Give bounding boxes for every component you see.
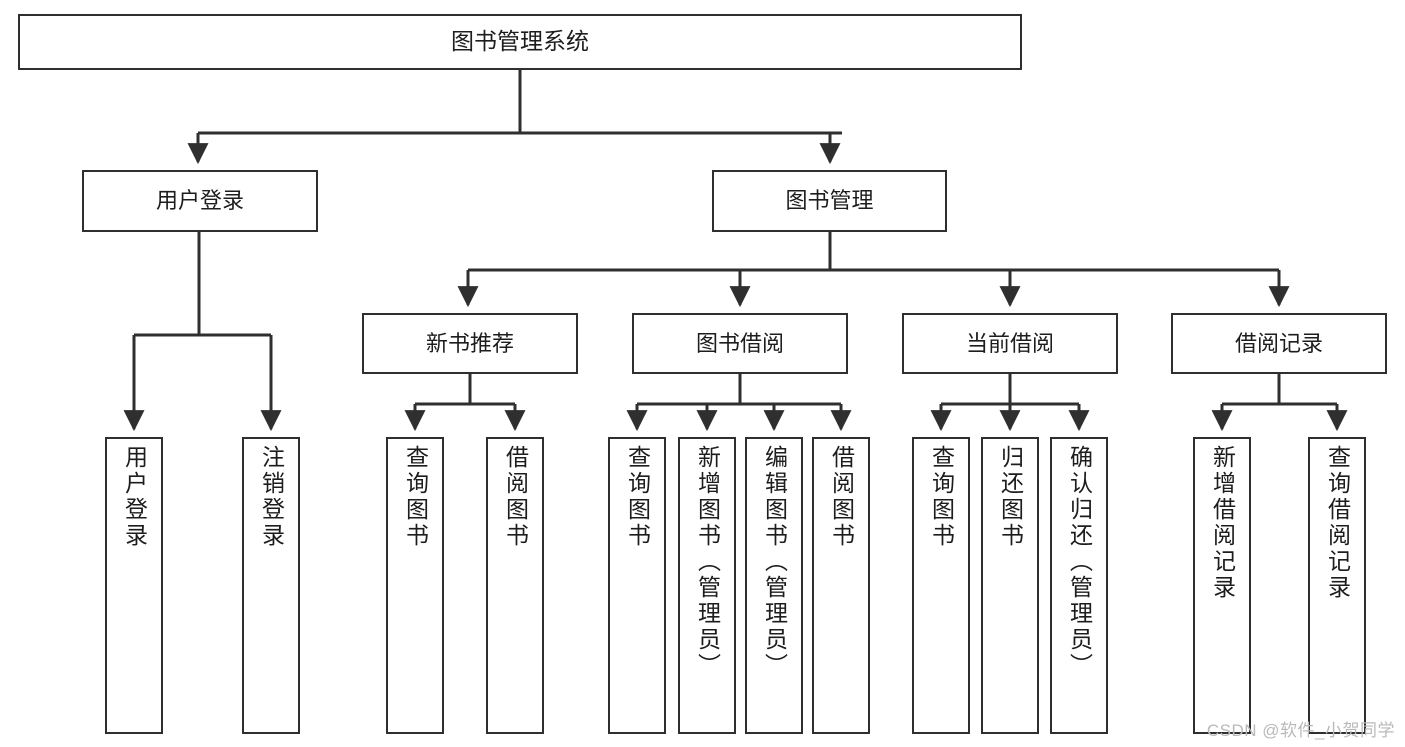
leaf-recommend-borrow-book[interactable]: 借阅图书 (486, 437, 544, 734)
leaf-current-return-book[interactable]: 归还图书 (981, 437, 1039, 734)
leaf-recommend-query-book[interactable]: 查询图书 (386, 437, 444, 734)
node-root-book-management-system[interactable]: 图书管理系统 (18, 14, 1022, 70)
leaf-current-confirm-return-admin[interactable]: 确认归还（管理员） (1050, 437, 1108, 734)
node-label: 用户登录 (121, 445, 148, 549)
node-label: 借阅图书 (828, 445, 855, 549)
node-label: 借阅图书 (502, 445, 529, 549)
leaf-borrow-edit-book-admin[interactable]: 编辑图书（管理员） (745, 437, 803, 734)
node-label: 新书推荐 (425, 330, 514, 356)
node-label: 查询图书 (624, 445, 651, 549)
node-label: 图书管理系统 (451, 28, 589, 55)
node-label: 当前借阅 (965, 330, 1054, 356)
node-new-book-recommend[interactable]: 新书推荐 (362, 313, 578, 374)
leaf-records-add-record[interactable]: 新增借阅记录 (1193, 437, 1251, 734)
node-label: 新增借阅记录 (1209, 445, 1236, 601)
node-book-management[interactable]: 图书管理 (712, 170, 947, 232)
leaf-current-query-book[interactable]: 查询图书 (912, 437, 970, 734)
leaf-borrow-borrow-book[interactable]: 借阅图书 (812, 437, 870, 734)
node-book-borrow[interactable]: 图书借阅 (632, 313, 848, 374)
node-label: 编辑图书（管理员） (761, 445, 788, 679)
node-user-login[interactable]: 用户登录 (82, 170, 318, 232)
node-label: 借阅记录 (1234, 330, 1323, 356)
node-label: 图书管理 (785, 188, 874, 214)
leaf-borrow-query-book[interactable]: 查询图书 (608, 437, 666, 734)
leaf-borrow-add-book-admin[interactable]: 新增图书（管理员） (678, 437, 736, 734)
node-label: 确认归还（管理员） (1066, 445, 1093, 679)
node-label: 新增图书（管理员） (694, 445, 721, 679)
leaf-user-login-signin[interactable]: 用户登录 (105, 437, 163, 734)
node-label: 归还图书 (997, 445, 1024, 549)
node-current-borrow[interactable]: 当前借阅 (902, 313, 1118, 374)
node-label: 图书借阅 (695, 330, 784, 356)
node-label: 查询借阅记录 (1324, 445, 1351, 601)
node-label: 注销登录 (258, 445, 285, 549)
node-label: 用户登录 (155, 188, 244, 214)
node-borrow-records[interactable]: 借阅记录 (1171, 313, 1387, 374)
leaf-records-query-record[interactable]: 查询借阅记录 (1308, 437, 1366, 734)
node-label: 查询图书 (928, 445, 955, 549)
leaf-user-login-signout[interactable]: 注销登录 (242, 437, 300, 734)
node-label: 查询图书 (402, 445, 429, 549)
csdn-watermark: CSDN @软件_小贺同学 (1206, 721, 1395, 740)
